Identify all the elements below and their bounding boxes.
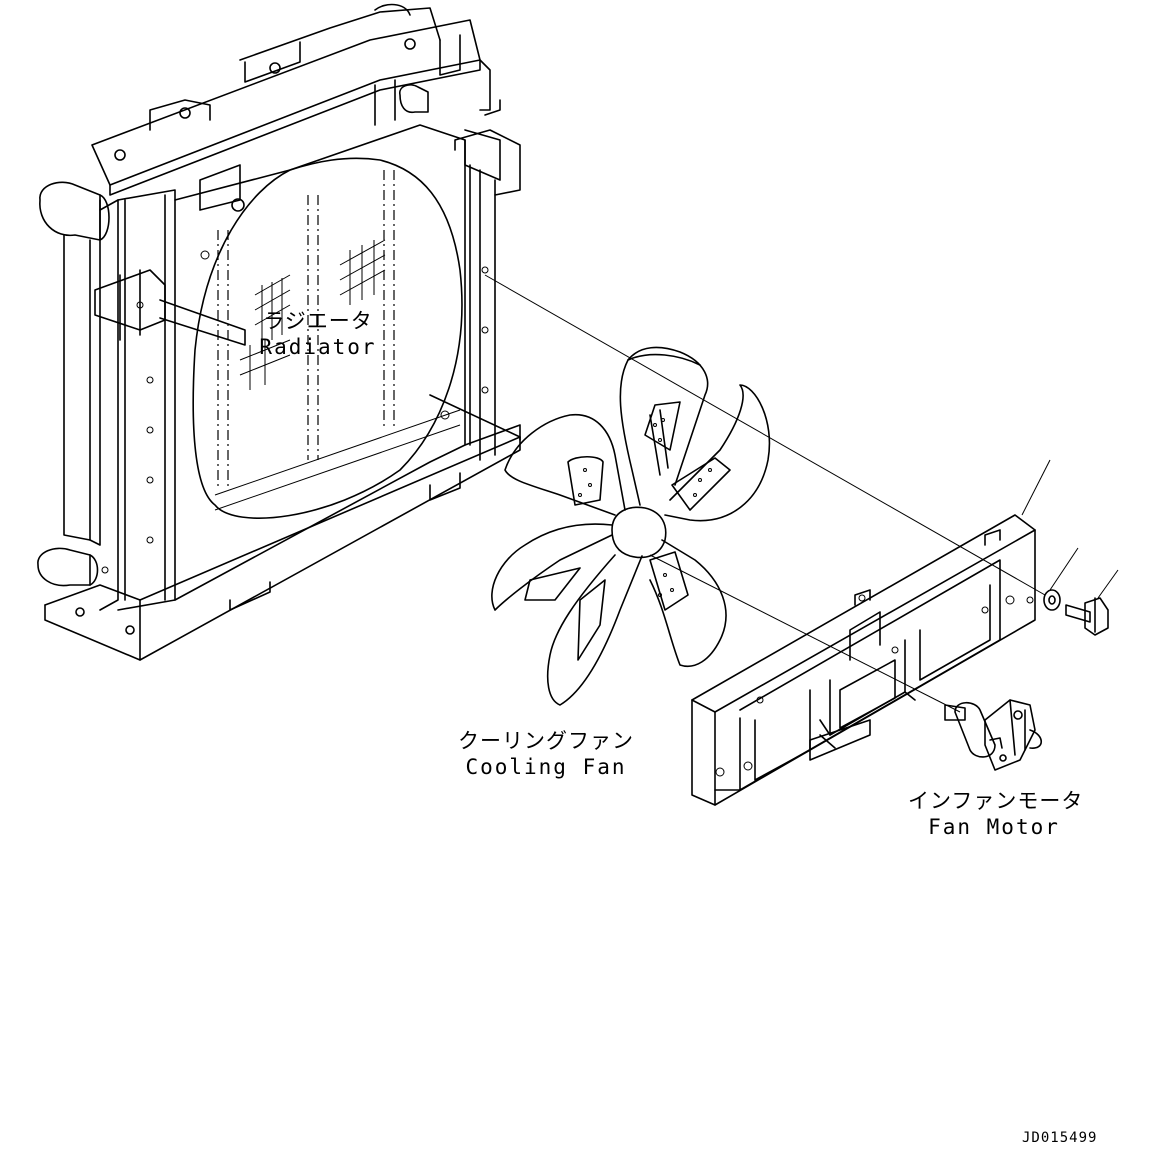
radiator-label-jp: ラジエータ bbox=[263, 309, 373, 333]
drawing-code: JD015499 bbox=[1022, 1130, 1098, 1146]
radiator-label: ラジエータ Radiator bbox=[258, 308, 378, 360]
fan-frame bbox=[691, 514, 1036, 806]
leader-lines bbox=[484, 274, 1119, 713]
fan-motor-label-en: Fan Motor bbox=[928, 815, 1060, 839]
radiator-assembly bbox=[37, 3, 521, 661]
cooling-fan-label-en: Cooling Fan bbox=[465, 755, 627, 779]
fan-motor-label-jp: インファンモータ bbox=[908, 789, 1084, 813]
washer-and-bolt bbox=[1043, 589, 1109, 636]
cooling-fan-label-jp: クーリングファン bbox=[458, 729, 634, 753]
cooling-fan bbox=[491, 346, 771, 706]
fan-motor-label: インファンモータ Fan Motor bbox=[908, 788, 1084, 840]
cooling-fan-label: クーリングファン Cooling Fan bbox=[456, 728, 636, 780]
radiator-label-en: Radiator bbox=[259, 335, 377, 359]
fan-motor bbox=[944, 699, 1043, 771]
